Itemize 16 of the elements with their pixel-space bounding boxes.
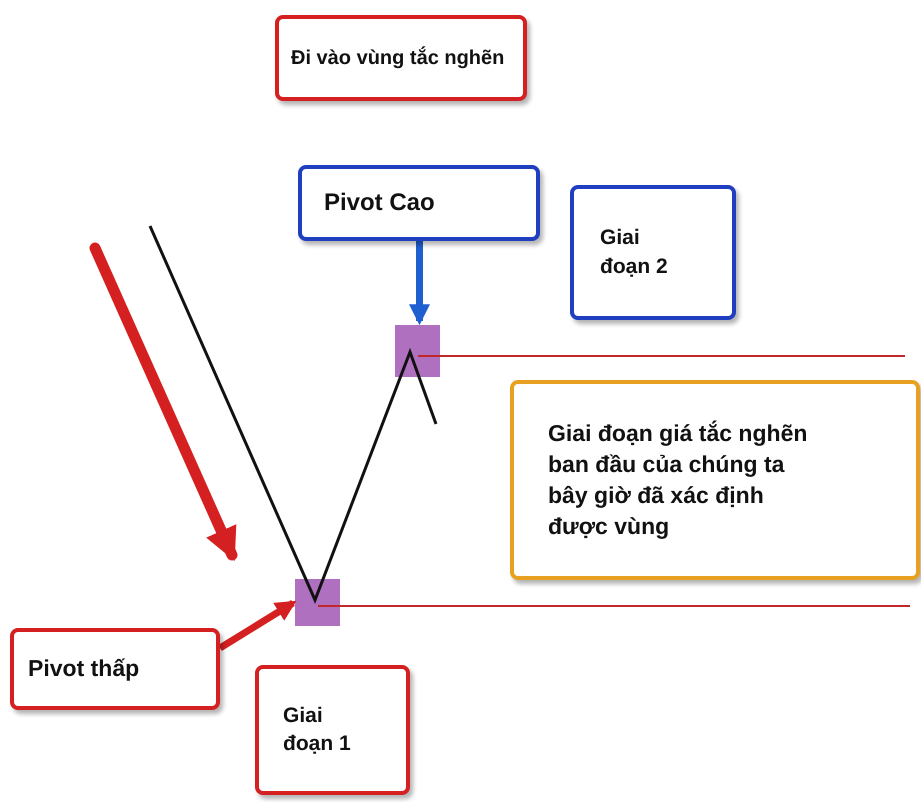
box-text: Đi vào vùng tắc nghẽn xyxy=(291,45,504,70)
box-text: Giai đoạn 2 xyxy=(600,225,669,280)
stage-box xyxy=(255,665,410,795)
note-box xyxy=(510,380,920,580)
label-box xyxy=(10,628,220,710)
pivot-marker xyxy=(295,579,340,626)
pivot-marker xyxy=(395,325,440,377)
stage-box xyxy=(570,185,736,320)
arrow xyxy=(409,241,430,326)
arrow xyxy=(218,600,297,651)
box-text: Pivot thấp xyxy=(28,654,140,684)
title-box xyxy=(275,15,527,101)
box-text: Giai đoạn 1 xyxy=(283,702,352,757)
box-text: Pivot Cao xyxy=(324,188,435,218)
label-box xyxy=(298,165,540,241)
box-text: Giai đoạn giá tắc nghẽn ban đầu của chúng ta bây giờ đã xác định được vùng xyxy=(548,418,808,542)
